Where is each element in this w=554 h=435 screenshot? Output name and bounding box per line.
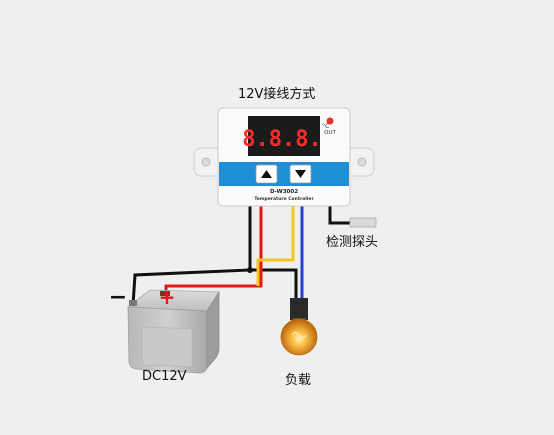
bulb-filament	[291, 331, 307, 339]
black-wire	[131, 205, 252, 306]
load-bulb	[280, 298, 318, 356]
negative-terminal	[129, 300, 137, 306]
positive-terminal	[160, 291, 170, 296]
bulb-socket	[290, 298, 308, 320]
black-wire-to-load	[250, 268, 298, 300]
sensor-cable	[328, 205, 352, 225]
red-wire	[164, 205, 263, 292]
load-label: 负载	[285, 373, 312, 388]
battery	[126, 289, 220, 374]
sensor-probe-tip	[349, 217, 377, 228]
sensor-label: 检测探头	[326, 235, 379, 250]
battery-panel	[141, 326, 193, 367]
bulb-glass	[280, 318, 318, 356]
positive-sign: +	[159, 285, 176, 309]
wires	[131, 205, 377, 306]
diagram-title: 12V接线方式	[238, 87, 316, 102]
temperature-controller: 8.8.8. °C OUT D-W3002 Temperature Contro…	[193, 107, 375, 207]
unit-label: °C	[322, 123, 329, 130]
led-display	[248, 116, 320, 156]
product-subtitle: Temperature Controller	[254, 196, 314, 202]
down-arrow-icon	[295, 170, 306, 178]
control-panel-band	[219, 162, 349, 186]
left-mount-hole	[201, 157, 211, 167]
right-mount-hole	[357, 157, 367, 167]
up-arrow-icon	[261, 170, 272, 178]
out-indicator-led	[326, 117, 334, 125]
yellow-wire	[256, 205, 295, 286]
model-label: D-W3002	[270, 189, 298, 195]
out-label: OUT	[324, 130, 336, 136]
display-digits: 8.8.8.	[242, 127, 321, 152]
battery-side	[206, 290, 220, 370]
negative-sign: −	[109, 285, 127, 310]
wire-junction	[247, 267, 253, 273]
battery-label: DC12V	[142, 369, 187, 384]
